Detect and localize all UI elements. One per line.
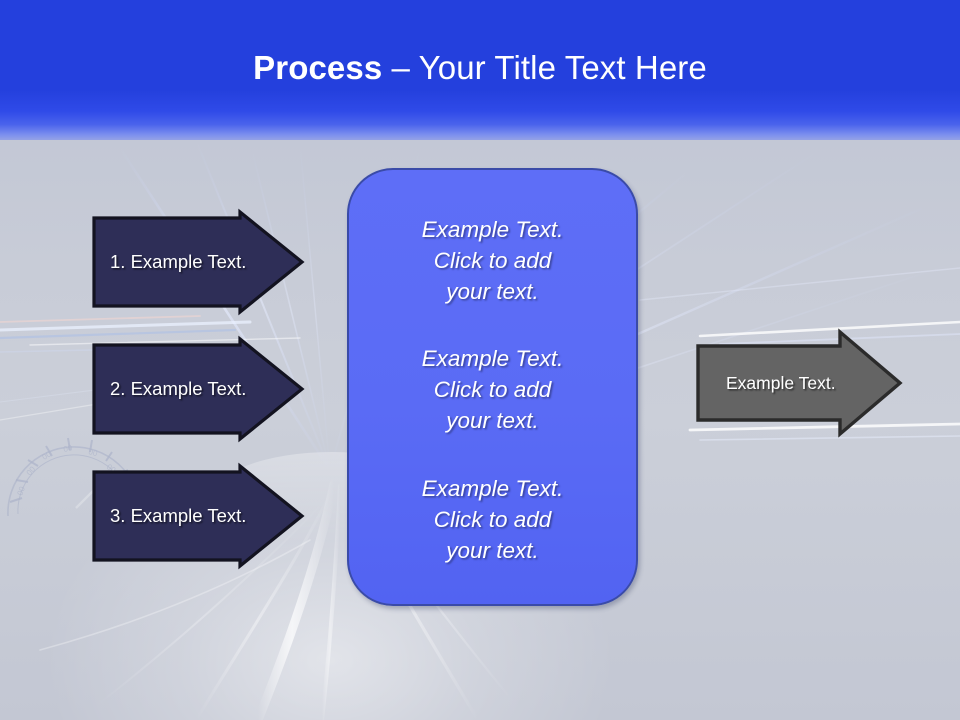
center-text-block-2: Example Text. Click to add your text. [421,346,564,434]
center-text-block-3: Example Text. Click to add your text. [421,475,564,563]
step-arrow-1[interactable]: 1. Example Text. [92,208,305,316]
step-arrow-3[interactable]: 3. Example Text. [92,462,305,570]
arrow-shape-2 [92,335,305,443]
background-sky [0,0,960,150]
center-process-box[interactable]: Example Text. Click to add your text. Ex… [347,168,638,606]
step-arrow-2-label: 2. Example Text. [110,378,247,399]
center-text-block-1: Example Text. Click to add your text. [421,217,564,305]
output-arrow-label: Example Text. [726,373,836,393]
arrow-shape-1 [92,208,305,316]
slide-title-rest: – Your Title Text Here [382,49,707,86]
step-arrow-1-label: 1. Example Text. [110,251,247,272]
slide-title: Process – Your Title Text Here [0,48,960,88]
arrow-shape-output [696,328,903,438]
arrow-shape-3 [92,462,305,570]
step-arrow-3-label: 3. Example Text. [110,505,247,526]
output-arrow[interactable]: Example Text. [696,328,903,438]
step-arrow-2[interactable]: 2. Example Text. [92,335,305,443]
slide-title-strong: Process [253,49,383,86]
